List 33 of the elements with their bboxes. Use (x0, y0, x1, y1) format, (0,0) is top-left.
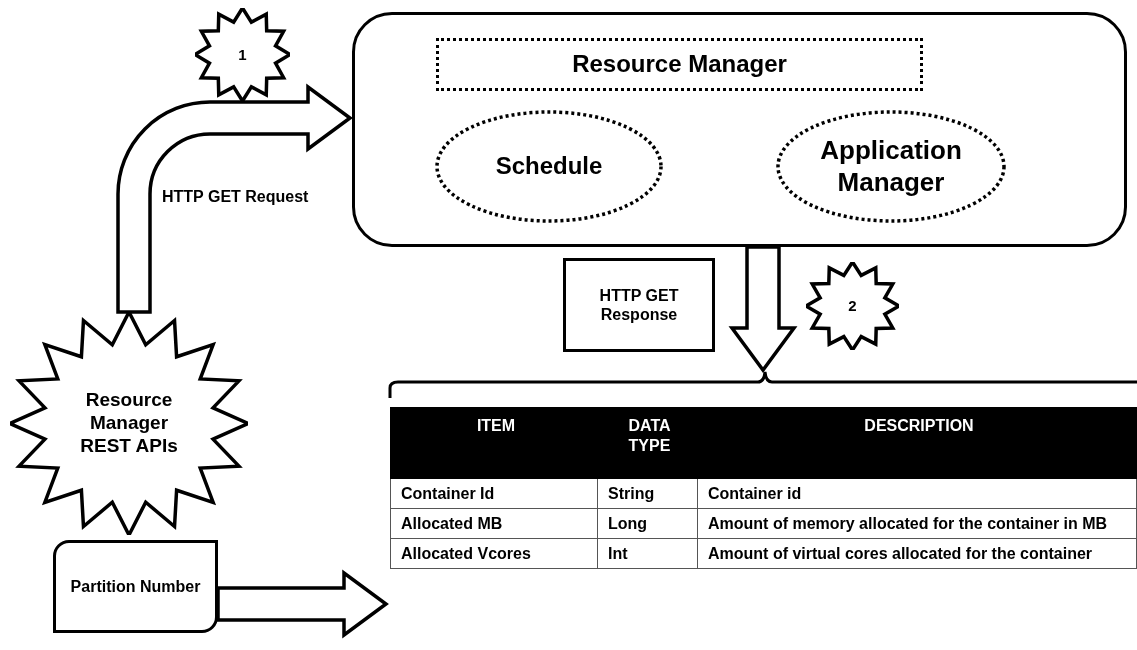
block-arrow (728, 245, 798, 373)
table-cell: Int (597, 538, 698, 569)
table-cell: Allocated Vcores (390, 538, 598, 569)
node-label: 1 (237, 45, 248, 64)
dotted-box (436, 38, 923, 91)
starburst-shape (195, 8, 290, 101)
node-label: HTTP GET Response (598, 285, 680, 325)
table-cell: Amount of memory allocated for the container in MB (697, 508, 1137, 539)
node-label: Partition Number (69, 576, 202, 597)
starburst-shape (806, 262, 899, 350)
process-box (563, 258, 715, 352)
header-cell: ITEM (390, 407, 598, 479)
process-box (53, 540, 218, 633)
edge-label: HTTP GET Request (160, 188, 311, 206)
table-cell: Container id (697, 478, 1137, 509)
node-label: Application Manager (819, 135, 963, 198)
table-cell: Container Id (390, 478, 598, 509)
table-cell: Long (597, 508, 698, 539)
node-label: Schedule (494, 152, 604, 181)
block-arrow (116, 85, 352, 314)
node-label: Resource Manager (571, 50, 788, 79)
table-cell: Allocated MB (390, 508, 598, 539)
node-label: Resource Manager REST APIs (79, 389, 179, 458)
starburst-shape (10, 312, 248, 535)
dotted-ellipse (435, 110, 663, 223)
dotted-ellipse (776, 110, 1006, 223)
node-label: 2 (847, 297, 858, 315)
block-arrow (216, 569, 389, 639)
table-cell: Amount of virtual cores allocated for the container (697, 538, 1137, 569)
table-cell: String (597, 478, 698, 509)
header-cell: DATA TYPE (597, 407, 698, 479)
rounded-box (352, 12, 1127, 247)
header-cell: DESCRIPTION (697, 407, 1137, 479)
